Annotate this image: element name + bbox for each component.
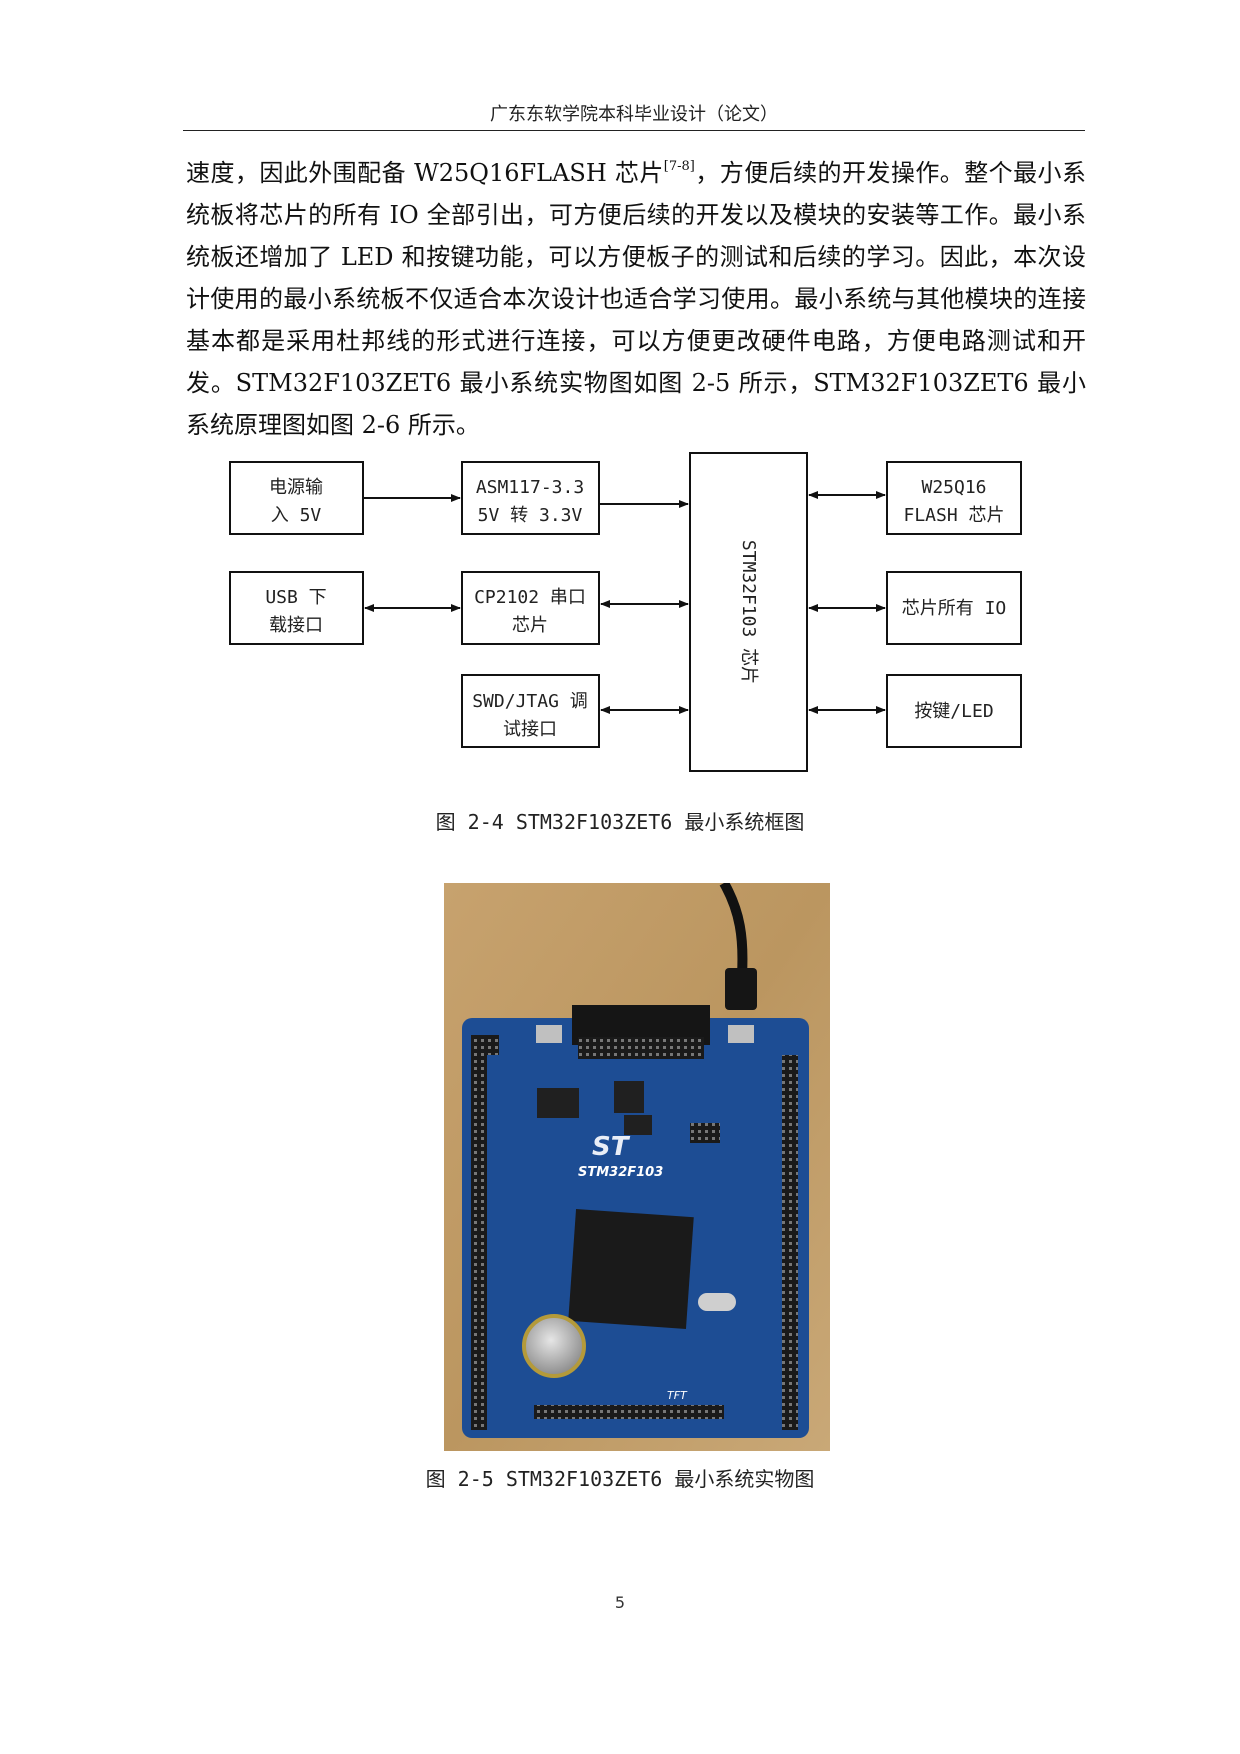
mini-usb-right (728, 1025, 754, 1043)
swd-jtag-block (461, 674, 600, 748)
usb-line-1: USB 下 (265, 587, 326, 608)
power-input-line-1: 电源输 (269, 477, 323, 498)
io-block (886, 571, 1022, 645)
center-pin-header (690, 1123, 720, 1143)
top-jtag-pins (578, 1037, 704, 1059)
board-silk-label: STM32F103 (578, 1165, 663, 1180)
usb-line-2: 载接口 (269, 615, 323, 636)
flash-line-2: FLASH 芯片 (903, 505, 1004, 526)
keys-led-block (886, 674, 1022, 748)
st-logo: ST (592, 1132, 631, 1162)
regulator-line-1: ASM117-3.3 (476, 477, 584, 498)
flash-line-1: W25Q16 (921, 477, 986, 498)
regulator-chip (614, 1081, 644, 1113)
figure-2-4-caption: 图 2-4 STM32F103ZET6 最小系统框图 (435, 810, 805, 834)
power-input-block (229, 461, 364, 535)
io-label: 芯片所有 IO (902, 598, 1007, 619)
right-pin-header (782, 1055, 798, 1430)
mcu-label: STM32F103 芯片 (738, 540, 759, 684)
swd-jtag-line-1: SWD/JTAG 调 (472, 691, 588, 712)
board-photo: STM32F103 TFT ST (444, 883, 830, 1451)
bottom-pin-header (534, 1405, 724, 1419)
body-paragraph: 速度，因此外围配备 W25Q16FLASH 芯片[7-8]，方便后续的开发操作。… (186, 152, 1086, 446)
usb-block (229, 571, 364, 645)
keys-led-label: 按键/LED (914, 701, 993, 722)
left-pin-header (471, 1055, 487, 1430)
tft-label: TFT (667, 1389, 688, 1402)
block-diagram: 电源输 入 5V ASM117-3.3 5V 转 3.3V USB 下 载接口 … (229, 452, 1022, 772)
regulator-line-2: 5V 转 3.3V (478, 505, 583, 526)
body-text-part-2: ，方便后续的开发操作。整个最小系统板将芯片的所有 IO 全部引出，可方便后续的开… (186, 159, 1086, 439)
power-input-line-2: 入 5V (271, 505, 322, 526)
left-top-header (471, 1035, 499, 1055)
figure-2-5-caption: 图 2-5 STM32F103ZET6 最小系统实物图 (425, 1467, 815, 1491)
crystal (698, 1293, 736, 1311)
header-rule (183, 130, 1085, 131)
regulator-block (461, 461, 600, 535)
running-header: 广东东软学院本科毕业设计（论文） (490, 104, 778, 125)
cp2102-line-1: CP2102 串口 (474, 587, 586, 608)
mini-usb-left (536, 1025, 562, 1043)
usb-cable (719, 883, 748, 976)
cp2102-block (461, 571, 600, 645)
page-number: 5 (614, 1593, 626, 1612)
body-text-part-1: 速度，因此外围配备 W25Q16FLASH 芯片 (186, 159, 664, 187)
citation: [7-8] (663, 159, 695, 174)
cp2102-chip (537, 1088, 579, 1118)
mcu-chip (568, 1209, 694, 1329)
swd-jtag-line-2: 试接口 (503, 719, 557, 740)
coin-cell-battery (522, 1314, 586, 1378)
small-chip (624, 1115, 652, 1135)
flash-block (886, 461, 1022, 535)
mcu-block (689, 452, 808, 772)
cp2102-line-2: 芯片 (512, 615, 548, 636)
usb-plug (725, 968, 757, 1010)
